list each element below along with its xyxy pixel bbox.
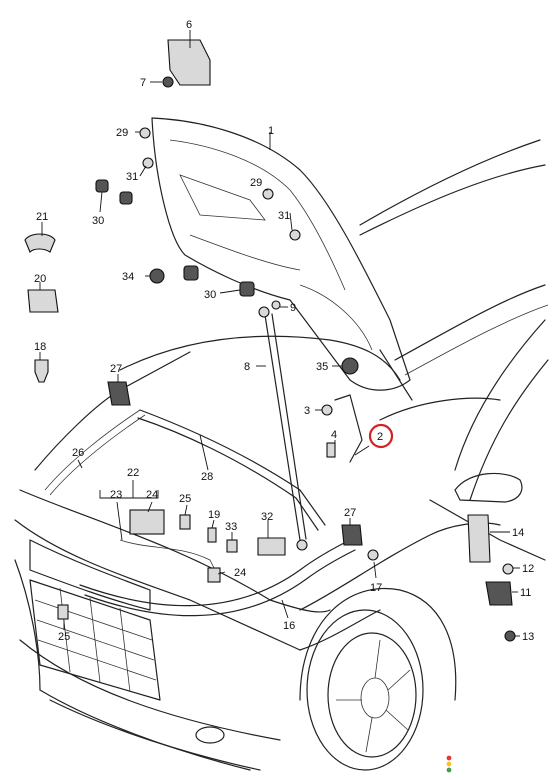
label-30: 30	[92, 215, 104, 227]
buffer-29	[139, 127, 151, 139]
buffer-31b	[289, 229, 301, 241]
label-29: 29	[116, 127, 128, 139]
screw-25b	[57, 604, 69, 620]
bolt-4	[326, 442, 336, 458]
prop-rod-2	[334, 394, 363, 463]
label-31: 31	[126, 171, 138, 183]
label-30b: 30	[204, 289, 216, 301]
buffer-30d	[239, 281, 255, 297]
wiring-24	[119, 539, 221, 581]
buffer-30c	[183, 265, 199, 281]
label-2[interactable]: 2	[377, 431, 383, 443]
grommet-34	[149, 268, 165, 284]
hinge-6	[167, 39, 211, 86]
label-14: 14	[512, 527, 524, 539]
label-25: 25	[179, 493, 191, 505]
label-29b: 29	[250, 177, 262, 189]
label-33: 33	[225, 521, 237, 533]
traffic-yellow-dot	[446, 761, 452, 767]
switch-22	[129, 509, 165, 535]
buffer-30b	[119, 191, 133, 205]
label-31b: 31	[278, 210, 290, 222]
label-27: 27	[110, 363, 122, 375]
label-28: 28	[201, 471, 213, 483]
label-17: 17	[370, 582, 382, 594]
plug-19	[207, 527, 217, 543]
label-4: 4	[331, 429, 337, 441]
label-13: 13	[522, 631, 534, 643]
nut-3	[321, 404, 333, 416]
label-23: 23	[110, 489, 122, 501]
label-27b: 27	[344, 507, 356, 519]
label-1: 1	[268, 125, 274, 137]
traffic-green-dot	[446, 767, 452, 773]
leader-lines	[39, 30, 520, 637]
label-18: 18	[34, 341, 46, 353]
bracket-32	[257, 537, 286, 556]
connector-24	[207, 567, 221, 583]
label-22: 22	[127, 467, 139, 479]
label-21: 21	[36, 211, 48, 223]
buffer-31	[142, 157, 154, 169]
label-12: 12	[522, 563, 534, 575]
label-19: 19	[208, 509, 220, 521]
screw-25	[179, 514, 191, 530]
screw-13	[504, 630, 516, 642]
label-7: 7	[140, 77, 146, 89]
label-35: 35	[316, 361, 328, 373]
label-20: 20	[34, 273, 46, 285]
clip-9	[271, 300, 281, 310]
indicator-14	[467, 514, 491, 563]
label-25b: 25	[58, 631, 70, 643]
label-9: 9	[290, 302, 296, 314]
grommet-35	[341, 357, 359, 375]
cap-33	[226, 539, 238, 553]
traffic-red-dot	[446, 755, 452, 761]
buffer-29b	[262, 188, 274, 200]
car-body-outline	[14, 139, 549, 771]
clip-21	[24, 233, 56, 253]
label-26: 26	[72, 447, 84, 459]
nut-7	[162, 76, 174, 88]
label-34: 34	[122, 271, 134, 283]
label-16: 16	[283, 620, 295, 632]
bonnet	[151, 117, 413, 401]
lock-17	[367, 549, 379, 561]
bracket-27	[107, 381, 131, 406]
buffer-30a	[95, 179, 109, 193]
label-32: 32	[261, 511, 273, 523]
part-number-labels: 6 7 29 1 31 29 30 31 21 34 30 20 9 18 27…	[34, 19, 534, 643]
bracket-27b	[341, 524, 363, 546]
label-6: 6	[186, 19, 192, 31]
label-24b: 24	[234, 567, 246, 579]
nut-12	[502, 563, 514, 575]
label-3: 3	[304, 405, 310, 417]
gas-strut-8	[264, 314, 301, 541]
traffic-light-icon	[446, 755, 452, 773]
label-8: 8	[244, 361, 250, 373]
clip-20	[27, 289, 59, 313]
bracket-11	[485, 581, 513, 606]
clip-18	[34, 359, 49, 383]
parts	[24, 39, 516, 642]
label-24: 24	[146, 489, 158, 501]
label-11: 11	[520, 587, 531, 599]
highlight-callout-2[interactable]	[368, 423, 394, 449]
